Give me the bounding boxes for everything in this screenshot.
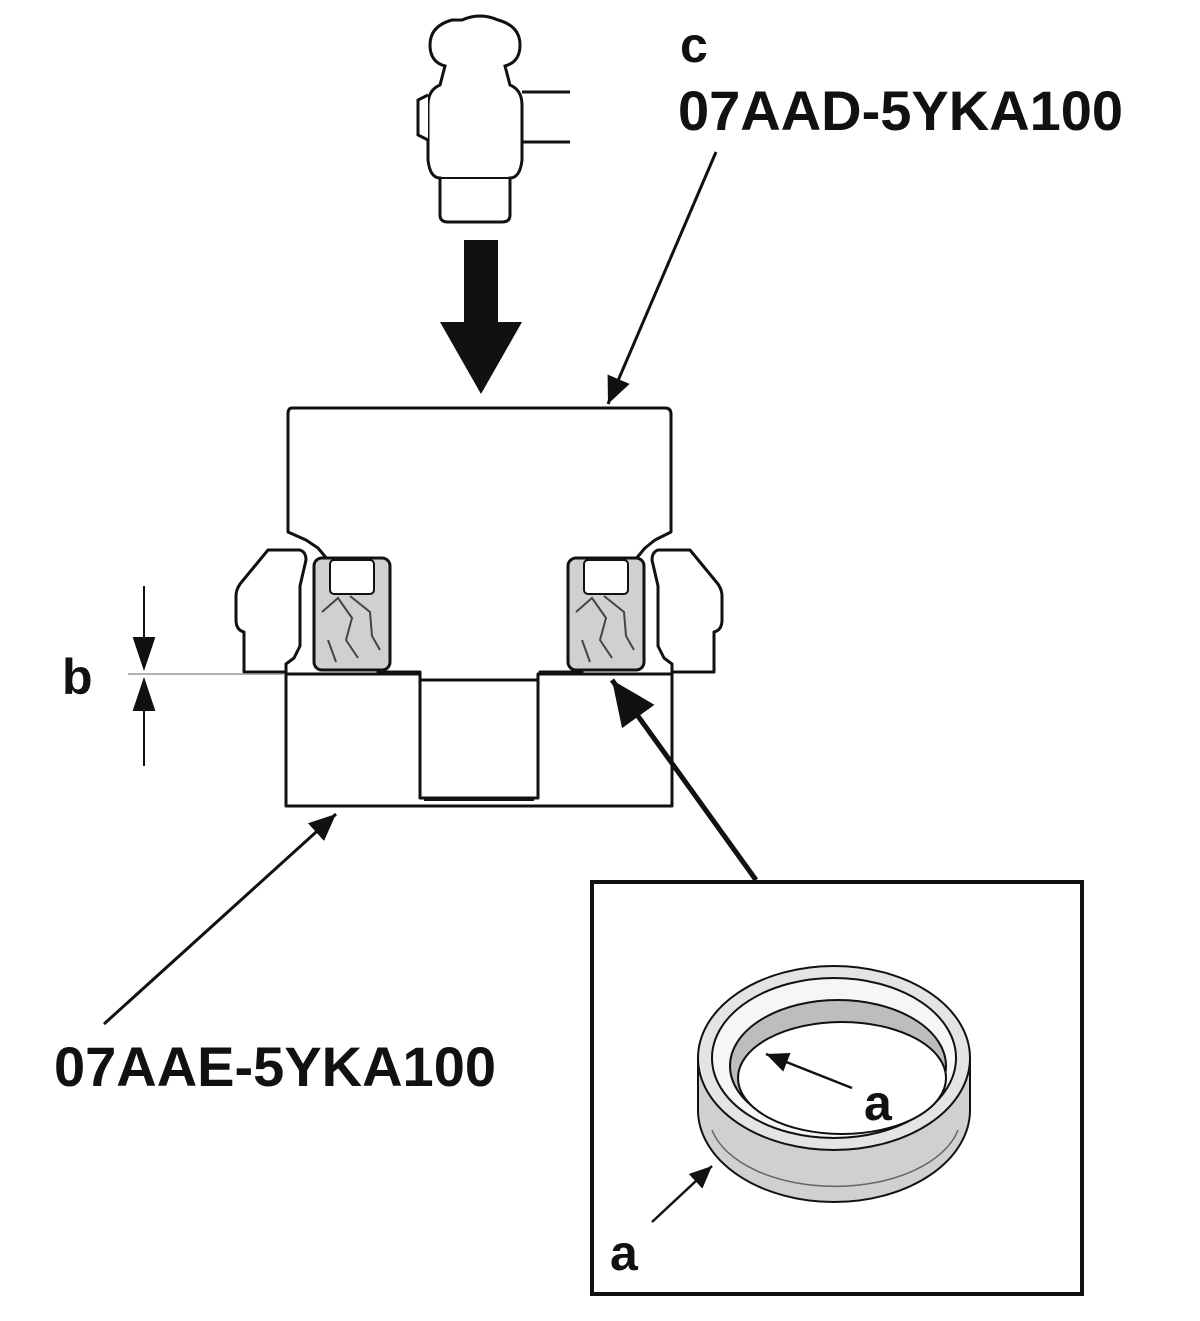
- right-seal: [566, 556, 646, 672]
- label-a-inner: a: [864, 1075, 893, 1131]
- left-bracket: [234, 548, 308, 674]
- dimension-b: [128, 586, 284, 766]
- label-c: c: [680, 17, 708, 73]
- lower-tool-body: [284, 672, 674, 808]
- label-b: b: [62, 649, 93, 705]
- hammer-icon: [416, 14, 570, 224]
- arrow-down-icon: [440, 240, 522, 394]
- right-bracket: [650, 548, 724, 674]
- label-a-outer: a: [610, 1225, 639, 1281]
- left-seal: [312, 556, 392, 672]
- inset-frame: [590, 880, 1084, 1296]
- leader-lower-tool: [102, 812, 338, 1026]
- leader-a-inner: [765, 1052, 853, 1090]
- leader-inset-to-seal: [609, 678, 759, 882]
- leader-upper-tool: [606, 151, 718, 405]
- label-lower-tool: 07AAE-5YKA100: [54, 1035, 496, 1098]
- label-upper-tool: 07AAD-5YKA100: [678, 79, 1123, 142]
- seal-ring-illustration: [697, 965, 971, 1203]
- leader-a-outer: [651, 1165, 713, 1223]
